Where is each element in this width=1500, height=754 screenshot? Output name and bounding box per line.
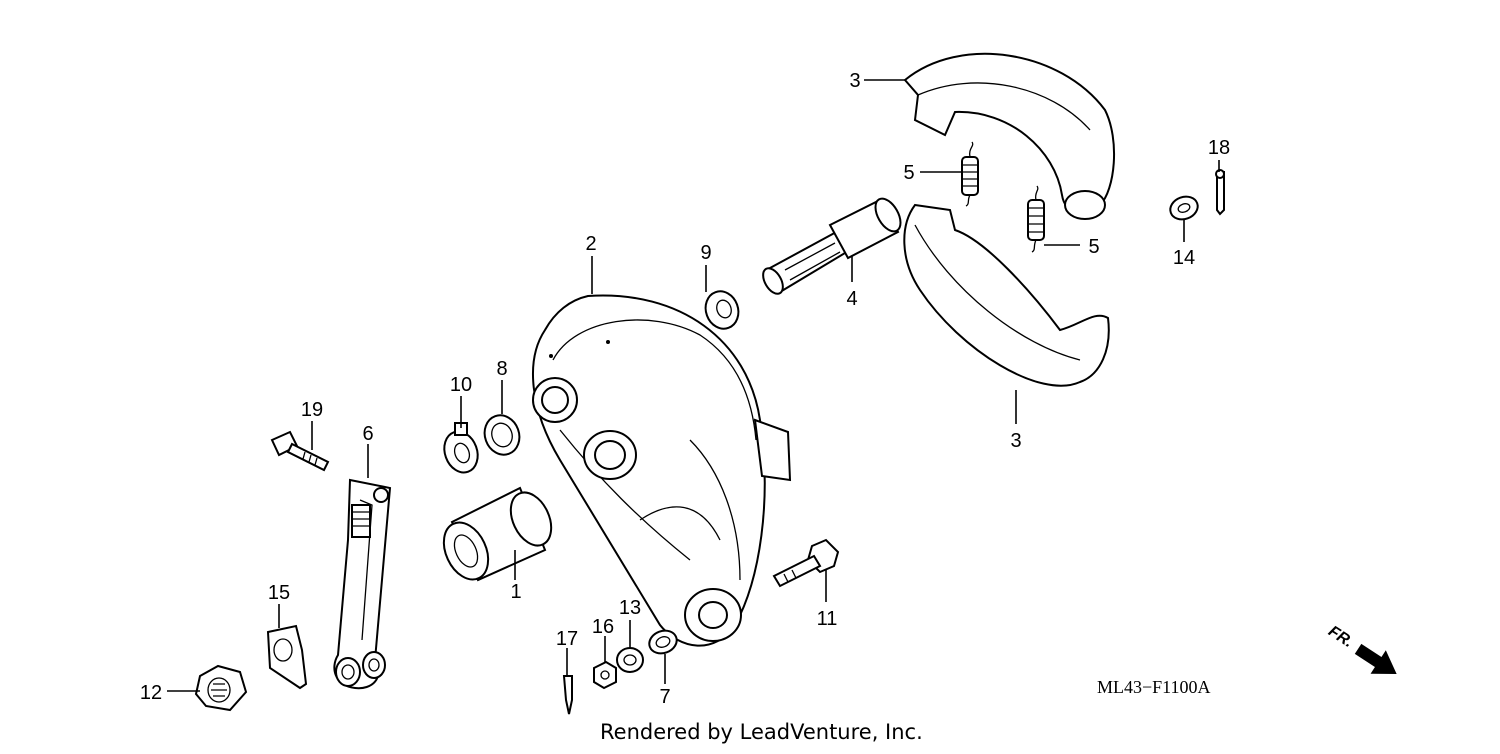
washer-part-9[interactable] (700, 287, 743, 334)
callout-13: 13 (619, 597, 641, 619)
callout-1: 1 (510, 581, 521, 603)
callout-5-lower: 5 (1088, 236, 1099, 258)
callout-3-upper: 3 (849, 70, 860, 92)
nut-part-12[interactable] (194, 664, 248, 712)
callout-12: 12 (140, 682, 162, 704)
cotter-pin-part-17[interactable] (562, 675, 573, 715)
brake-shoe-lower-part-3[interactable] (903, 203, 1110, 387)
callout-7: 7 (659, 686, 670, 708)
plate-part-15[interactable] (266, 624, 308, 690)
brake-cam-part-4[interactable] (759, 194, 906, 297)
callout-8: 8 (496, 358, 507, 380)
callout-16: 16 (592, 616, 614, 638)
callout-17: 17 (556, 628, 578, 650)
brake-shoe-upper-part-3[interactable] (903, 52, 1115, 220)
leader-lines (167, 79, 1220, 692)
callout-3-lower: 3 (1010, 430, 1021, 452)
callout-11: 11 (817, 608, 838, 630)
callout-18: 18 (1208, 137, 1230, 159)
washer-part-13[interactable] (616, 647, 644, 673)
brake-panel-part-2[interactable] (532, 294, 792, 647)
callout-10: 10 (450, 374, 472, 396)
washer-part-14[interactable] (1167, 193, 1201, 223)
bolt-part-19[interactable] (270, 430, 330, 472)
callout-14: 14 (1173, 247, 1195, 269)
callout-19: 19 (301, 399, 323, 421)
nut-part-16[interactable] (593, 660, 617, 690)
callout-labels: 1 2 3 3 4 5 5 6 7 8 9 10 11 12 13 14 15 … (140, 70, 1230, 708)
pin-part-18[interactable] (1215, 169, 1225, 216)
front-direction-arrow-icon: FR. (1325, 623, 1397, 674)
diagram-code: ML43−F1100A (1097, 677, 1211, 697)
callout-5-upper: 5 (903, 162, 914, 184)
callout-6: 6 (362, 423, 373, 445)
spring-upper-part-5[interactable] (961, 141, 979, 207)
front-direction-label: FR. (1325, 623, 1356, 651)
callout-15: 15 (268, 582, 290, 604)
callout-2: 2 (585, 233, 596, 255)
collar-part-1[interactable] (435, 486, 559, 587)
seal-part-8[interactable] (479, 410, 525, 459)
lock-washer-part-10[interactable] (439, 422, 483, 477)
rendered-by-credit: Rendered by LeadVenture, Inc. (600, 720, 923, 744)
bolt-part-11[interactable] (772, 538, 840, 588)
washer-part-7[interactable] (646, 627, 680, 657)
brake-arm-part-6[interactable] (333, 478, 392, 690)
spring-lower-part-5[interactable] (1027, 185, 1045, 253)
callout-9: 9 (700, 242, 711, 264)
callout-4: 4 (846, 288, 857, 310)
